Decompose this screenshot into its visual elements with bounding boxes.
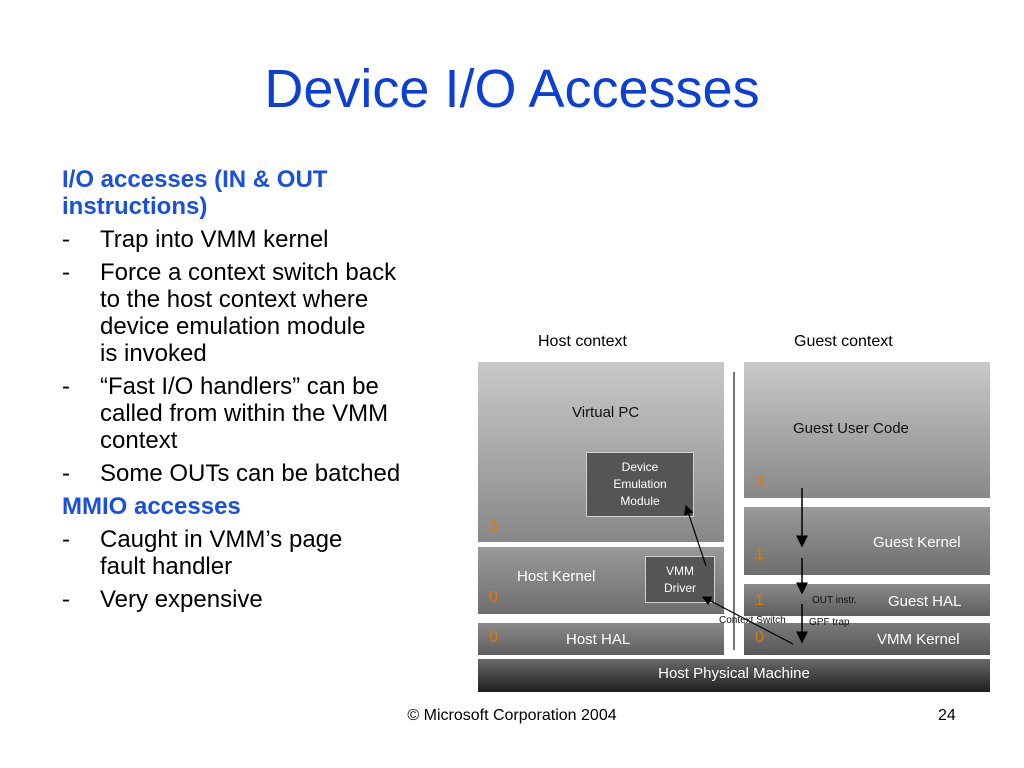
io-accesses-heading: I/O accesses (IN & OUT instructions) [62, 166, 472, 220]
page-number: 24 [938, 707, 956, 724]
guest-hal-layer [744, 584, 990, 616]
ring-level-label: 0 [755, 629, 764, 646]
guest-context-label: Guest context [794, 333, 893, 350]
vmm-driver-box: VMM Driver [645, 556, 715, 603]
vmm-kernel-layer [744, 623, 990, 655]
box-line: Emulation [613, 477, 667, 491]
bullet-line: context [100, 427, 178, 454]
bullet-line: is invoked [100, 340, 207, 367]
ring-level-label: 0 [489, 589, 498, 606]
out-instr-label: OUT instr. [812, 595, 857, 606]
guest-kernel-layer [744, 507, 990, 575]
bullet-line: device emulation module [100, 313, 366, 340]
bullet-dash: - [62, 460, 70, 487]
guest-kernel-label: Guest Kernel [873, 534, 961, 551]
heading-line: instructions) [62, 193, 208, 220]
host-hal-label: Host HAL [566, 631, 631, 648]
host-kernel-label: Host Kernel [517, 568, 596, 585]
vmm-driver-to-emulation-arrow [684, 504, 707, 567]
bullet-item: - “Fast I/O handlers” can be called from… [62, 373, 472, 454]
bullet-line: Some OUTs can be batched [100, 460, 401, 487]
guest-hal-label: Guest HAL [888, 593, 962, 610]
mmio-accesses-heading: MMIO accesses [62, 493, 241, 520]
slide-title: Device I/O Accesses [264, 59, 760, 119]
bullet-item: - Some OUTs can be batched [62, 460, 472, 487]
bullet-line: called from within the VMM [100, 400, 389, 427]
vmm-kernel-label: VMM Kernel [877, 631, 960, 648]
bullet-line: Caught in VMM’s page [100, 526, 343, 553]
footer-copyright: © Microsoft Corporation 2004 [407, 707, 617, 724]
bullet-line: Very expensive [100, 586, 263, 613]
ring-level-label: 1 [755, 592, 764, 609]
context-switch-arrow [701, 596, 794, 645]
bullet-item: - Caught in VMM’s page fault handler [62, 526, 472, 580]
heading-line: I/O accesses (IN & OUT [62, 166, 328, 193]
host-physical-machine-label: Host Physical Machine [658, 665, 810, 682]
ring-level-label: 1 [755, 546, 764, 563]
bullet-line: “Fast I/O handlers” can be [100, 373, 379, 400]
host-context-label: Host context [538, 333, 627, 350]
bullet-dash: - [62, 226, 70, 253]
device-emulation-module-box: Device Emulation Module [586, 452, 694, 517]
ring-level-label: 3 [755, 473, 764, 490]
bullet-item: - Trap into VMM kernel [62, 226, 472, 253]
box-line: Device [621, 460, 659, 474]
host-physical-machine-layer [478, 659, 990, 692]
ring-level-label: 0 [489, 629, 498, 646]
bullet-line: fault handler [100, 553, 233, 580]
bullet-line: Force a context switch back [100, 259, 397, 286]
virtual-pc-label: Virtual PC [572, 404, 640, 421]
ring-level-label: 3 [489, 518, 498, 535]
box-line: Module [620, 494, 660, 508]
bullet-item: - Force a context switch back to the hos… [62, 259, 472, 367]
bullet-dash: - [62, 526, 70, 553]
bullet-dash: - [62, 586, 70, 613]
gpf-trap-label: GPF trap [809, 617, 850, 628]
box-line: VMM [666, 564, 694, 578]
bullet-line: Trap into VMM kernel [100, 226, 329, 253]
context-switch-label: Context Switch [719, 615, 786, 626]
bullet-item: - Very expensive [62, 586, 472, 613]
guest-user-code-label: Guest User Code [793, 420, 909, 437]
bullet-list: I/O accesses (IN & OUT instructions) - T… [62, 166, 472, 619]
bullet-dash: - [62, 259, 70, 286]
box-line: Driver [664, 581, 696, 595]
host-hal-layer [478, 623, 724, 655]
bullet-line: to the host context where [100, 286, 369, 313]
context-divider [733, 372, 735, 650]
guest-user-code-layer [744, 362, 990, 498]
bullet-dash: - [62, 373, 70, 400]
